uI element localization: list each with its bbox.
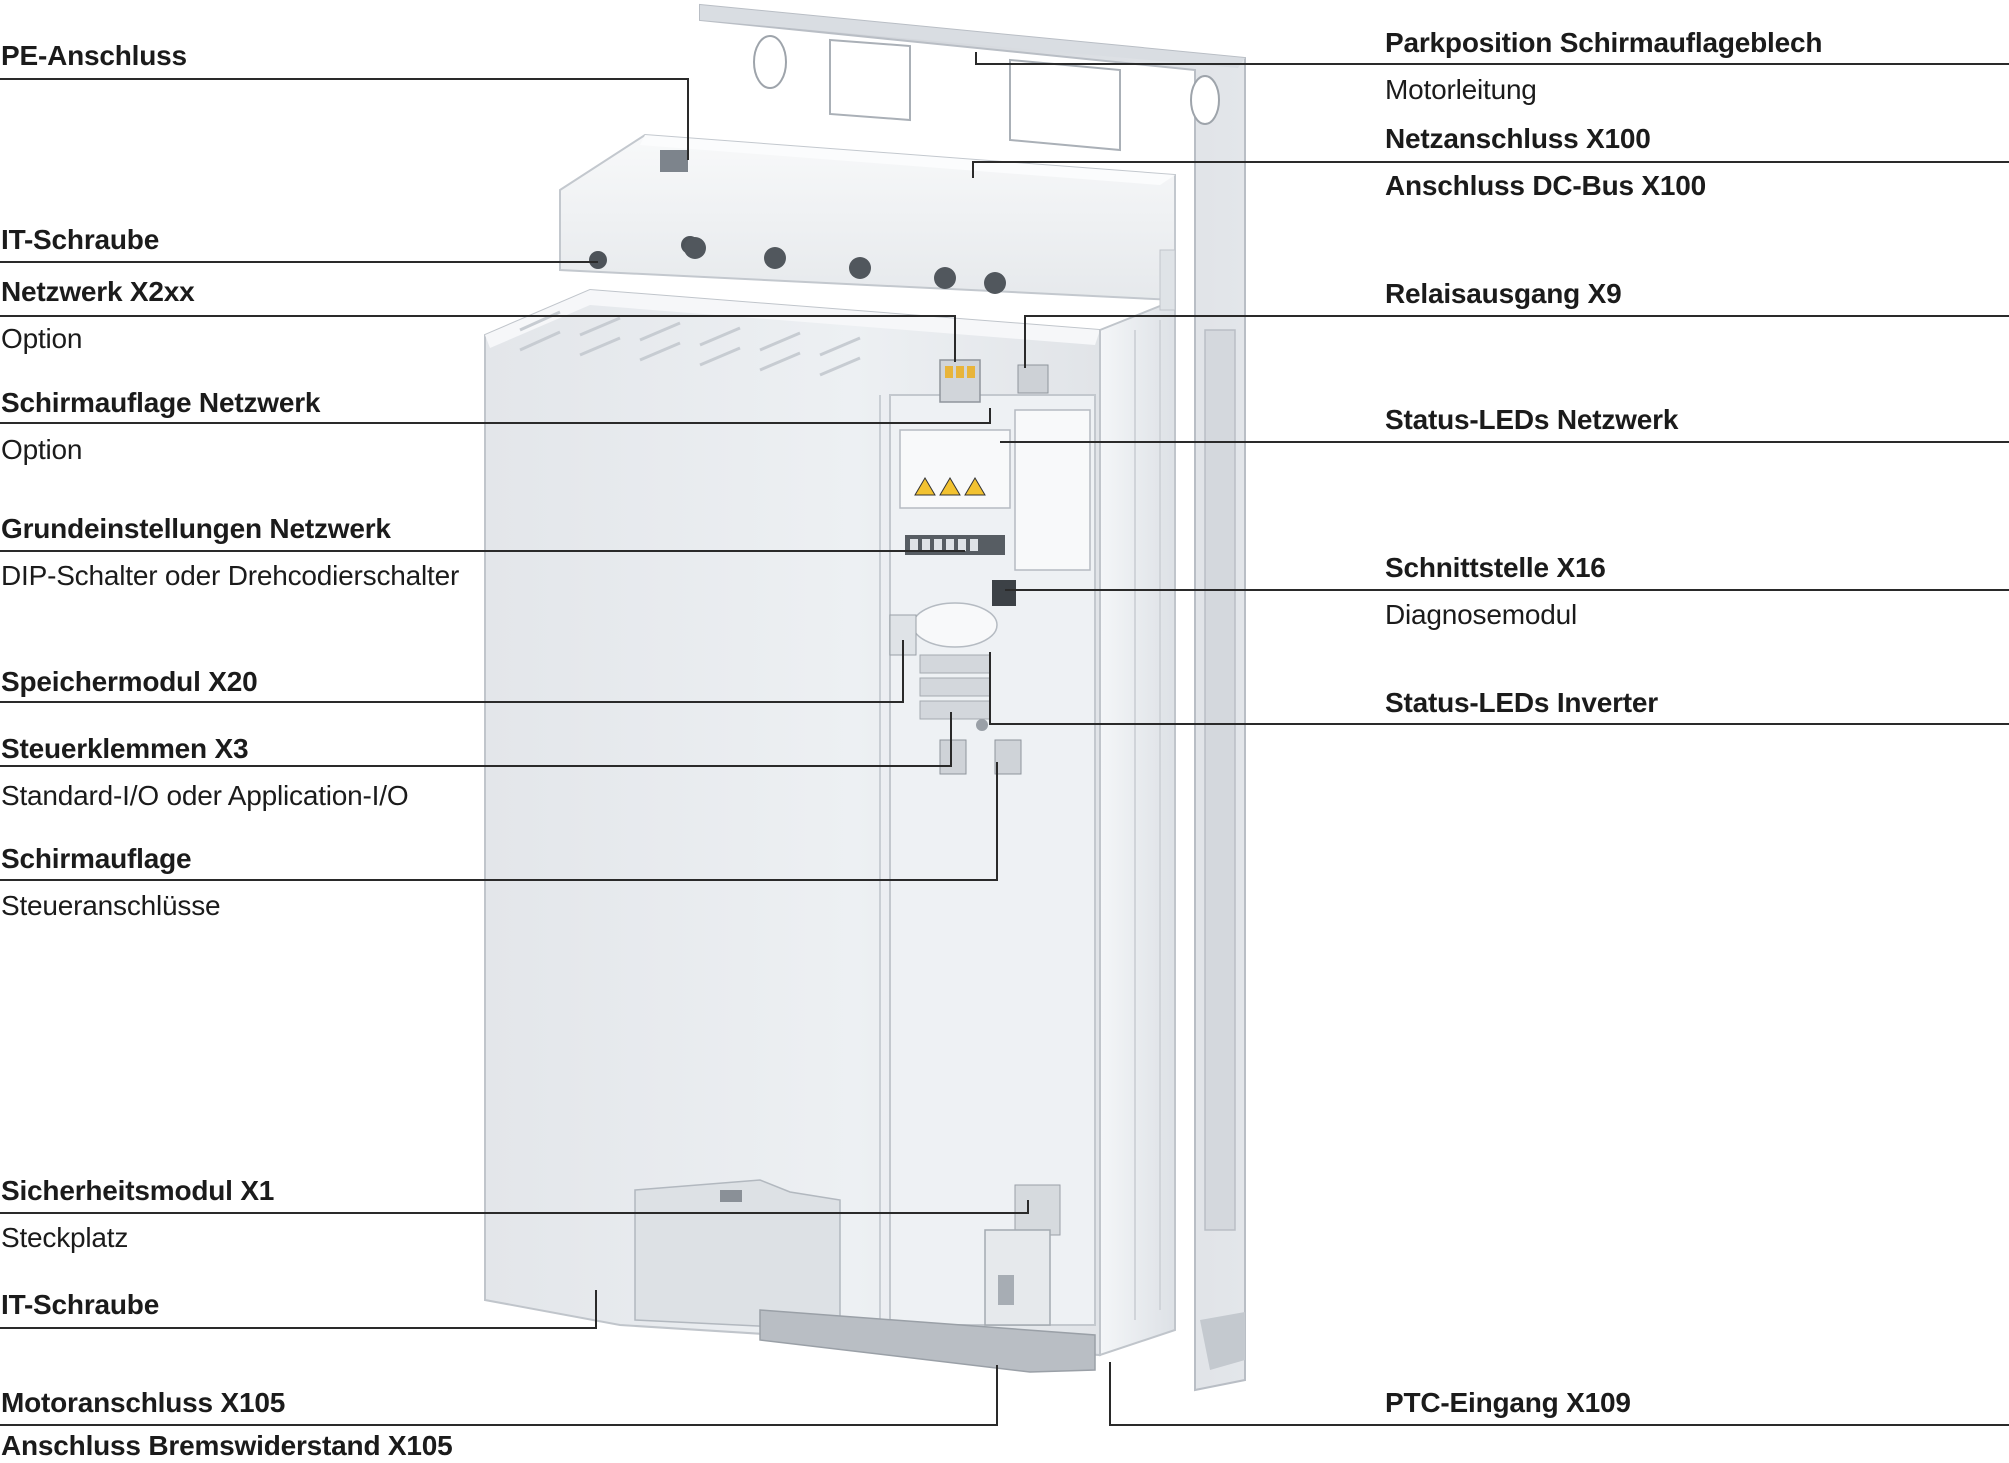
callout-subtitle: Standard-I/O oder Application-I/O xyxy=(1,780,409,811)
callout-title: Grundeinstellungen Netzwerk xyxy=(1,513,391,544)
leader-motor xyxy=(0,1365,998,1426)
callout-basic-net: Grundeinstellungen Netzwerk DIP-Schalter… xyxy=(1,512,459,593)
callout-title: IT-Schraube xyxy=(1,1289,160,1320)
callout-title: Steuerklemmen X3 xyxy=(1,733,249,764)
callout-subtitle: DIP-Schalter oder Drehcodierschalter xyxy=(1,560,460,591)
callout-title: Schnittstelle X16 xyxy=(1385,552,1606,583)
callout-led-net: Status-LEDs Netzwerk xyxy=(1385,403,1678,437)
callout-park: Parkposition Schirmauflageblech Motorlei… xyxy=(1385,26,1822,107)
callout-x16: Schnittstelle X16 Diagnosemodul xyxy=(1385,551,1606,632)
callout-title: Status-LEDs Inverter xyxy=(1385,687,1658,718)
callout-relay: Relaisausgang X9 xyxy=(1385,277,1622,311)
leader-mains xyxy=(972,161,2009,178)
callout-title: IT-Schraube xyxy=(1,224,160,255)
inverter-device xyxy=(484,3,1246,1392)
callout-title: Relaisausgang X9 xyxy=(1385,278,1622,309)
callout-subtitle: Anschluss Bremswiderstand X105 xyxy=(1,1430,453,1461)
callout-shield-net: Schirmauflage Netzwerk Option xyxy=(1,386,320,467)
leader-shield xyxy=(0,762,998,881)
callout-ptc: PTC-Eingang X109 xyxy=(1385,1386,1631,1420)
callout-title: Netzanschluss X100 xyxy=(1385,123,1651,154)
callout-title: Schirmauflage Netzwerk xyxy=(1,387,321,418)
leader-network xyxy=(0,315,956,362)
leader-memory xyxy=(0,640,904,703)
callout-title: Netzwerk X2xx xyxy=(1,276,195,307)
callout-motor: Motoranschluss X105 Anschluss Bremswider… xyxy=(1,1386,453,1463)
callout-shield: Schirmauflage Steueranschlüsse xyxy=(1,842,221,923)
callout-led-inv: Status-LEDs Inverter xyxy=(1385,686,1658,720)
callout-subtitle: Option xyxy=(1,434,83,465)
leader-control xyxy=(0,712,952,767)
callout-title: PTC-Eingang X109 xyxy=(1385,1387,1631,1418)
callout-it-top: IT-Schraube xyxy=(1,223,159,257)
leader-pe xyxy=(0,78,689,160)
callout-title: Parkposition Schirmauflageblech xyxy=(1385,27,1823,58)
leader-lines xyxy=(0,52,2009,1426)
callout-mains: Netzanschluss X100 Anschluss DC-Bus X100 xyxy=(1385,122,1706,203)
control-module xyxy=(889,359,1096,1326)
callout-subtitle: Diagnosemodul xyxy=(1385,599,1577,630)
lower-cover xyxy=(634,1179,1096,1373)
top-connector-block xyxy=(559,133,1176,302)
callout-it-bottom: IT-Schraube xyxy=(1,1288,159,1322)
callout-title: Schirmauflage xyxy=(1,843,192,874)
side-housing xyxy=(1099,249,1176,1357)
callout-control: Steuerklemmen X3 Standard-I/O oder Appli… xyxy=(1,732,409,813)
callout-memory: Speichermodul X20 xyxy=(1,665,258,699)
callout-title: Motoranschluss X105 xyxy=(1,1387,286,1418)
callout-title: PE-Anschluss xyxy=(1,40,187,71)
callout-subtitle: Motorleitung xyxy=(1385,74,1537,105)
leader-park xyxy=(975,52,2009,65)
leader-it-bottom xyxy=(0,1290,597,1329)
callout-title: Status-LEDs Netzwerk xyxy=(1385,404,1679,435)
mounting-plate xyxy=(699,3,1246,1392)
callout-safety: Sicherheitsmodul X1 Steckplatz xyxy=(1,1174,274,1255)
callout-subtitle: Steueranschlüsse xyxy=(1,890,221,921)
leader-shield-net xyxy=(0,408,991,424)
leader-led-inv xyxy=(989,652,2009,725)
callout-pe: PE-Anschluss xyxy=(1,39,187,73)
callout-network: Netzwerk X2xx Option xyxy=(1,275,195,356)
leader-relay xyxy=(1024,315,2009,368)
callout-subtitle: Anschluss DC-Bus X100 xyxy=(1385,170,1707,201)
callout-title: Speichermodul X20 xyxy=(1,666,258,697)
callout-subtitle: Steckplatz xyxy=(1,1222,129,1253)
callout-title: Sicherheitsmodul X1 xyxy=(1,1175,275,1206)
leader-ptc xyxy=(1109,1362,2009,1426)
leader-safety xyxy=(0,1200,1029,1214)
callout-subtitle: Option xyxy=(1,323,83,354)
